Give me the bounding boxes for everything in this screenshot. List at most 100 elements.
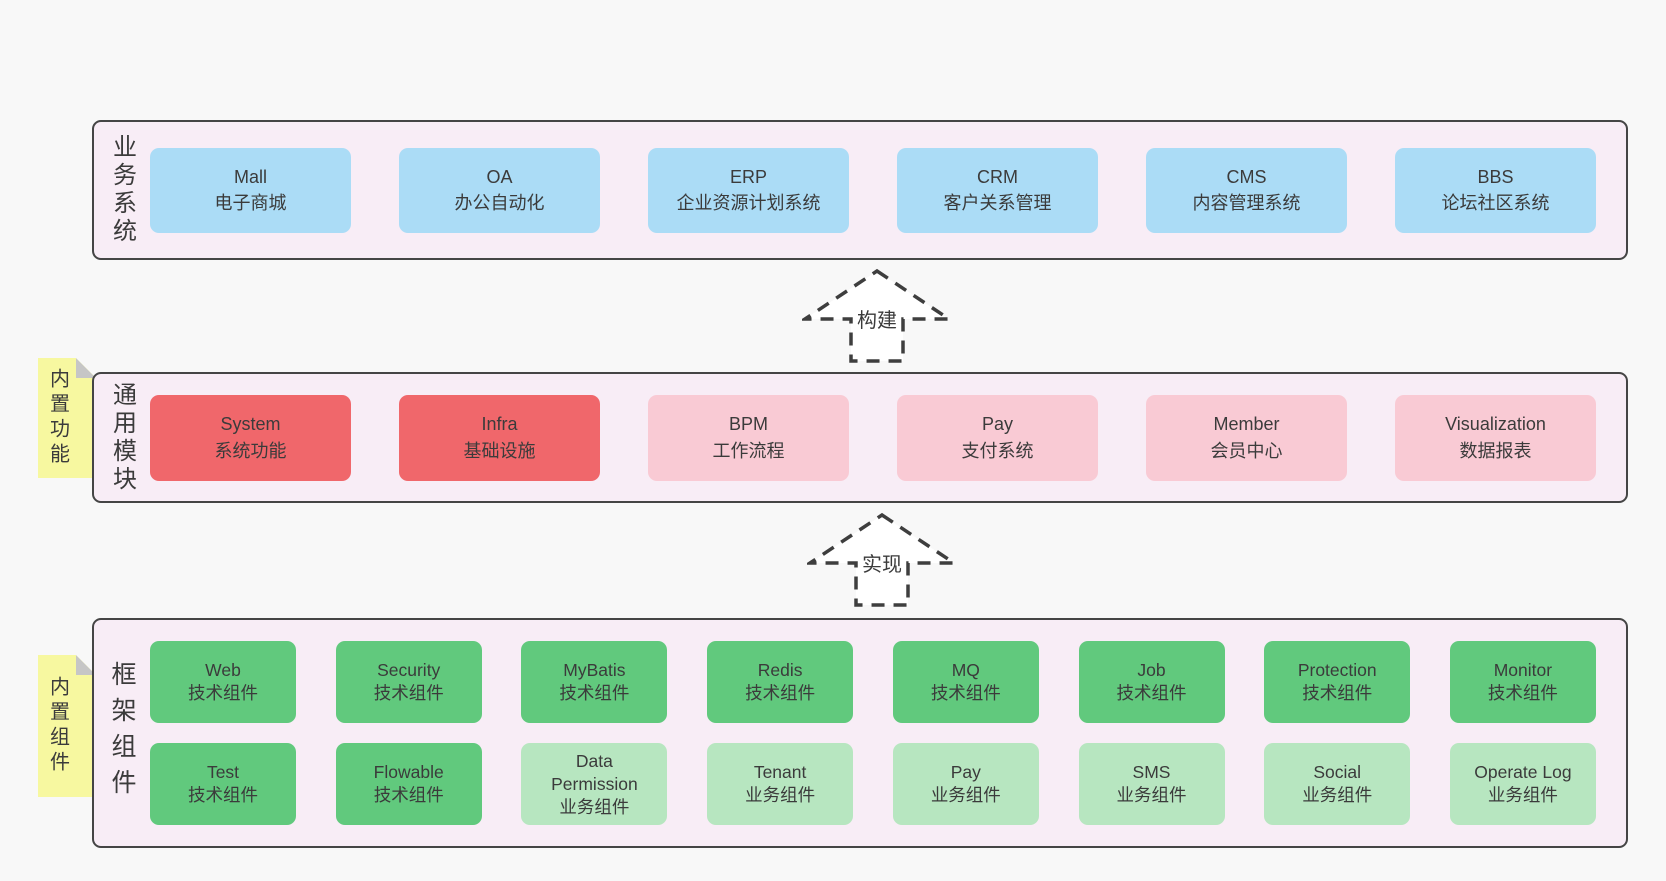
node-title: Tenant — [753, 762, 807, 783]
node-title: BBS — [1477, 166, 1514, 187]
band-common-modules: 通用模块 System 系统功能 Infra 基础设施 BPM 工作流程 Pay 支付系统 Me… — [92, 372, 1628, 503]
node-subtitle: 工作流程 — [712, 440, 785, 461]
node-system: System 系统功能 — [150, 394, 351, 481]
node-title: Member — [1213, 414, 1280, 435]
node-title: Redis — [757, 659, 803, 680]
node-visualization: Visualization 数据报表 — [1395, 394, 1596, 481]
node-title: Flowable — [373, 762, 444, 783]
node-subtitle: 客户关系管理 — [943, 193, 1052, 213]
node-subtitle: 技术组件 — [1487, 682, 1558, 703]
node-title: OA — [486, 166, 513, 187]
node-title: Pay — [981, 414, 1014, 435]
sticky-note-builtin-components: 内置组件 — [38, 655, 96, 797]
node-title: Web — [205, 659, 241, 680]
node-title: Job — [1137, 659, 1166, 680]
node-subtitle: 电子商城 — [214, 193, 287, 213]
node-title: Infra — [481, 414, 518, 435]
arrow-build-label: 构建 — [854, 308, 900, 334]
node-title: Monitor — [1493, 659, 1553, 680]
node-infra: Infra 基础设施 — [399, 394, 600, 481]
node-subtitle: 业务组件 — [1116, 785, 1187, 806]
node-subtitle: 技术组件 — [373, 785, 444, 806]
band-label-common-modules: 通用模块 — [108, 381, 136, 494]
arrow-build: 构建 — [802, 268, 952, 364]
node-title: Mall — [233, 166, 267, 187]
node-title: ERP — [729, 166, 767, 187]
node-title: Data Permission — [551, 750, 638, 794]
band-label-business-systems: 业务系统 — [108, 134, 136, 246]
sticky-note-text: 内置组件 — [46, 676, 69, 776]
node-bbs: BBS 论坛社区系统 — [1395, 147, 1596, 233]
node-subtitle: 技术组件 — [559, 682, 630, 703]
node-title: BPM — [728, 414, 768, 435]
node-title: SMS — [1132, 762, 1171, 783]
sticky-note-builtin-features: 内置功能 — [38, 358, 96, 478]
node-subtitle: 业务组件 — [1302, 785, 1373, 806]
node-subtitle: 技术组件 — [930, 682, 1001, 703]
node-subtitle: 技术组件 — [1302, 682, 1373, 703]
band-label-framework-components: 框架组件 — [108, 661, 136, 805]
node-title: Security — [377, 659, 441, 680]
node-subtitle: 技术组件 — [188, 785, 258, 806]
node-title: Protection — [1297, 659, 1377, 680]
node-title: MyBatis — [563, 659, 626, 680]
node-subtitle: 企业资源计划系统 — [676, 193, 821, 213]
arrow-implement: 实现 — [807, 512, 957, 608]
node-title: Test — [206, 762, 240, 783]
arrow-implement-label: 实现 — [859, 552, 905, 578]
node-subtitle: 业务组件 — [559, 796, 630, 817]
node-subtitle: 支付系统 — [961, 440, 1034, 461]
node-title: System — [220, 414, 281, 435]
node-oa: OA 办公自动化 — [399, 147, 600, 233]
node-subtitle: 业务组件 — [745, 785, 816, 806]
node-mall: Mall 电子商城 — [150, 147, 351, 233]
node-title: Visualization — [1445, 414, 1546, 435]
node-title: CMS — [1226, 166, 1267, 187]
node-subtitle: 系统功能 — [214, 440, 287, 461]
node-title: MQ — [951, 659, 980, 680]
node-subtitle: 论坛社区系统 — [1441, 193, 1550, 213]
node-bpm: BPM 工作流程 — [648, 394, 849, 481]
node-subtitle: 技术组件 — [373, 682, 444, 703]
node-title: Social — [1313, 762, 1362, 783]
node-cms: CMS 内容管理系统 — [1146, 147, 1347, 233]
node-title: Operate Log — [1474, 762, 1572, 783]
node-subtitle: 技术组件 — [1116, 682, 1187, 703]
node-subtitle: 内容管理系统 — [1192, 193, 1301, 213]
node-subtitle: 业务组件 — [1487, 785, 1558, 806]
node-pay: Pay 支付系统 — [897, 394, 1098, 481]
node-subtitle: 办公自动化 — [454, 193, 545, 213]
node-subtitle: 业务组件 — [930, 785, 1001, 806]
node-title: Pay — [950, 762, 981, 783]
node-subtitle: 基础设施 — [463, 440, 536, 461]
node-subtitle: 数据报表 — [1459, 440, 1532, 461]
